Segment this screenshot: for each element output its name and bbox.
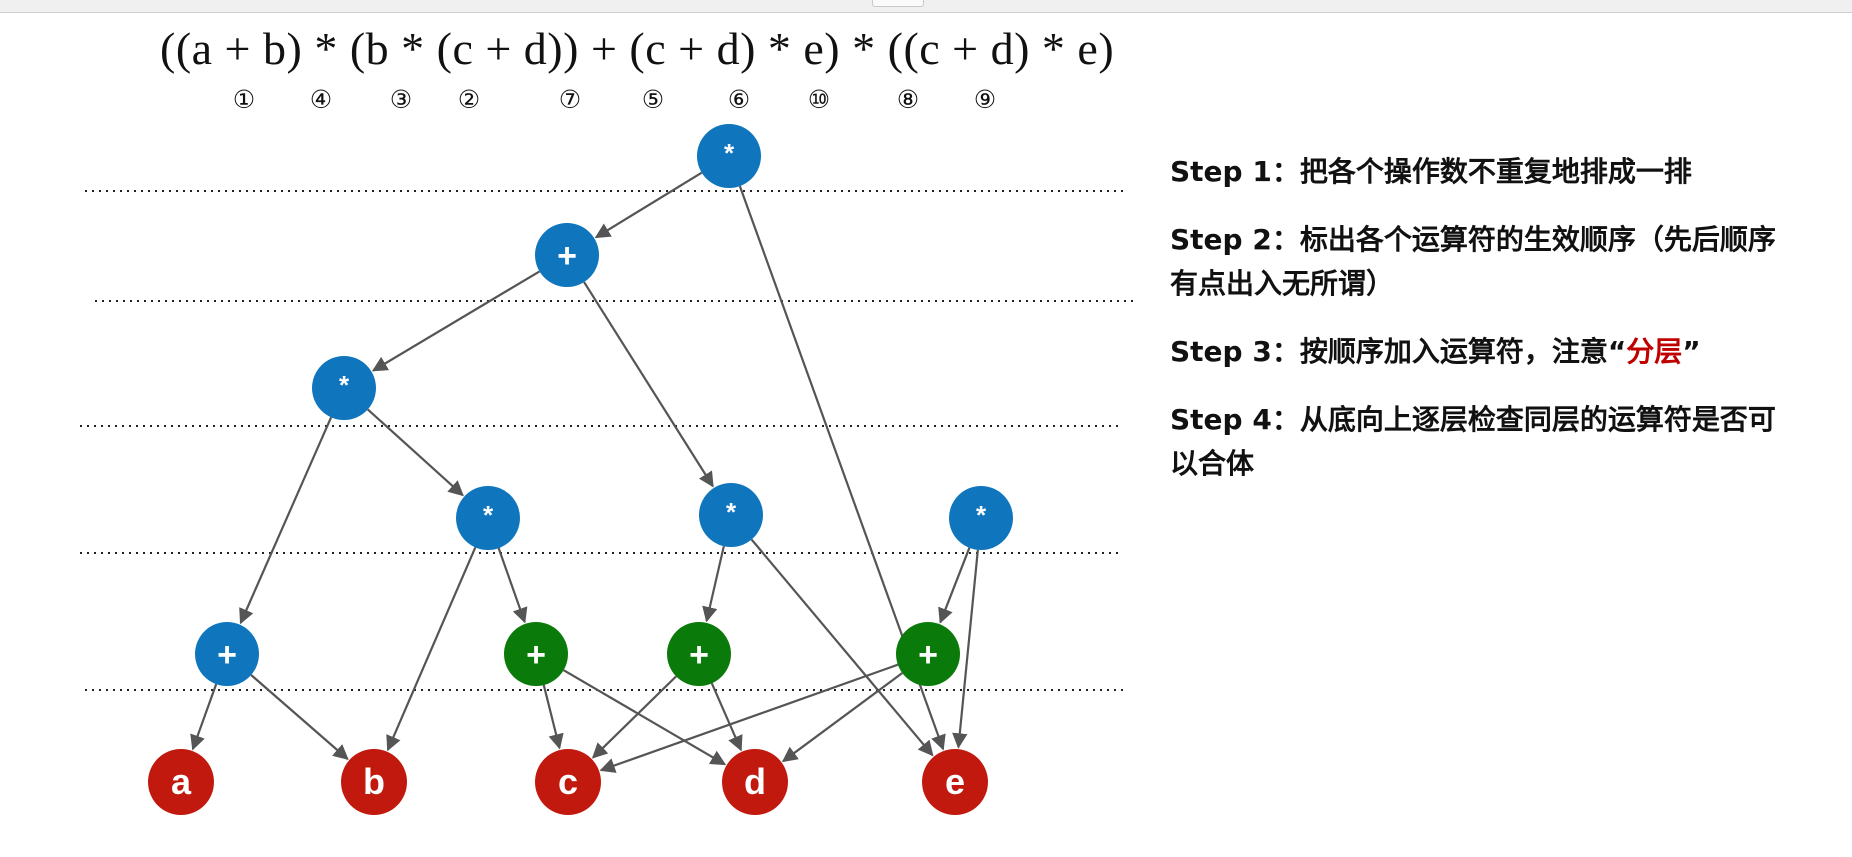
node-e: e [922,749,988,815]
step-4: Step 4：从底向上逐层检查同层的运算符是否可以合体 [1170,398,1790,486]
node-circle [456,486,520,550]
edge-n7-n6 [583,281,714,488]
step-4-head: Step 4 [1170,403,1272,436]
node-circle [922,749,988,815]
node-label: + [557,237,577,275]
step-3-highlight: 分层 [1626,335,1683,368]
order-mark-3: ③ [390,85,412,114]
step-3: Step 3：按顺序加入运算符，注意“分层” [1170,330,1790,374]
step-3-text: ：按顺序加入运算符，注意“ [1271,335,1627,368]
expression-formula: ((a + b) * (b * (c + d)) + (c + d) * e) … [160,23,1115,74]
step-3-head: Step 3 [1170,335,1272,368]
order-mark-9: ⑧ [897,85,919,114]
edge-n5-d [710,682,743,752]
step-1-text: ：把各个操作数不重复地排成一排 [1271,155,1692,188]
edge-n9-e [952,549,979,749]
node-label: e [945,761,965,802]
window-top-bar [0,0,1852,13]
node-a: a [148,749,214,815]
node-n3: * [456,486,520,550]
node-circle [896,622,960,686]
step-3-end: ” [1682,335,1701,368]
edge-n2-d [563,669,727,766]
node-label: * [724,138,735,168]
node-circle [312,356,376,420]
order-mark-4: ② [458,85,480,114]
node-circle [148,749,214,815]
node-circle [535,749,601,815]
order-mark-8: ⑩ [808,85,830,114]
order-mark-1: ① [233,85,255,114]
node-c: c [535,749,601,815]
step-2-head: Step 2 [1170,223,1272,256]
node-circle [195,622,259,686]
dag-nodes: * + * * * * + + + + a b c d e [148,124,1013,815]
operator-order-marks: ① ④ ③ ② ⑦ ⑤ ⑥ ⑩ ⑧ ⑨ [233,85,996,114]
order-mark-2: ④ [310,85,332,114]
node-label: * [726,497,737,527]
node-circle [722,749,788,815]
node-label: b [363,761,385,802]
steps-panel: Step 1：把各个操作数不重复地排成一排 Step 2：标出各个运算符的生效顺… [1170,150,1790,486]
edge-n3-b [386,546,477,752]
edge-n6-n5 [702,545,725,623]
edge-n10-n7 [594,171,703,239]
edge-n2-c [542,684,564,750]
node-n1: + [195,622,259,686]
node-label: + [217,636,237,674]
window-tab[interactable] [872,0,924,7]
node-n7: + [535,223,599,287]
node-label: a [171,761,192,802]
node-d: d [722,749,788,815]
order-mark-7: ⑥ [728,85,750,114]
order-mark-5: ⑦ [559,85,581,114]
node-n8: + [896,622,960,686]
node-n6: * [699,483,763,547]
node-circle [341,749,407,815]
node-label: * [339,370,350,400]
step-1-head: Step 1 [1170,155,1272,188]
edge-n5-c [591,675,677,759]
node-n4: * [312,356,376,420]
edge-n9-n8 [938,547,971,624]
node-label: c [558,761,578,802]
node-label: + [689,636,709,674]
node-circle [697,124,761,188]
step-2-text: ：标出各个运算符的生效顺序（先后顺序有点出入无所谓） [1170,223,1776,300]
edge-n6-e [750,538,934,757]
order-mark-10: ⑨ [974,85,996,114]
order-mark-6: ⑤ [642,85,664,114]
node-n2: + [504,622,568,686]
node-b: b [341,749,407,815]
node-circle [949,486,1013,550]
node-label: * [483,500,494,530]
node-label: d [744,761,766,802]
edge-n1-a [190,683,218,751]
edge-n4-n1 [239,416,333,625]
step-4-text: ：从底向上逐层检查同层的运算符是否可以合体 [1170,403,1776,480]
edge-n1-b [250,674,349,761]
step-2: Step 2：标出各个运算符的生效顺序（先后顺序有点出入无所谓） [1170,218,1790,306]
node-label: + [526,636,546,674]
node-n9: * [949,486,1013,550]
edge-n3-n2 [497,547,528,624]
node-label: + [918,636,938,674]
edge-n8-d [781,672,903,763]
edge-n8-c [599,663,899,773]
edge-n7-n4 [371,270,541,372]
node-n10: * [697,124,761,188]
node-circle [504,622,568,686]
node-circle [699,483,763,547]
node-n5: + [667,622,731,686]
edge-n4-n3 [367,408,464,497]
step-1: Step 1：把各个操作数不重复地排成一排 [1170,150,1790,194]
node-circle [667,622,731,686]
node-circle [535,223,599,287]
layer-separators [80,190,1135,691]
node-label: * [976,500,987,530]
